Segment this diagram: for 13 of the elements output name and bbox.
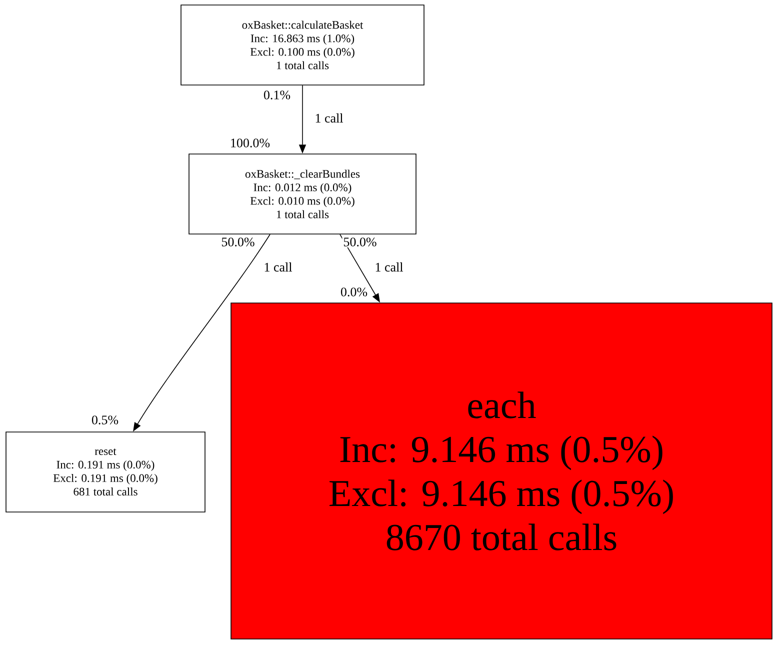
percentage-label: 0.0%: [339, 286, 369, 298]
function-box: oxBasket::calculateBasket Inc: 16.863 ms (1.0%) Excl: 0.100 ms (0.0%) 1 total calls: [180, 4, 424, 86]
percentage-label: 0.1%: [262, 90, 292, 100]
percentage-label: 50.0%: [220, 236, 256, 248]
edge-label: 1 call: [262, 261, 294, 273]
function-box: each Inc: 9.146 ms (0.5%) Excl: 9.146 ms (0.5%) 8670 total calls: [230, 302, 772, 640]
percentage-label: 100.0%: [228, 138, 272, 148]
edge-label: 1 call: [314, 112, 344, 124]
percentage-label: 0.5%: [90, 414, 120, 426]
function-box: reset Inc: 0.191 ms (0.0%) Excl: 0.191 ms (0.0%) 681 total calls: [6, 432, 206, 512]
percentage-label: 50.0%: [342, 236, 378, 248]
edge-label: 1 call: [374, 261, 404, 273]
function-box: oxBasket::_clearBundles Inc: 0.012 ms (0.0%) Excl: 0.010 ms (0.0%) 1 total calls: [188, 154, 416, 234]
